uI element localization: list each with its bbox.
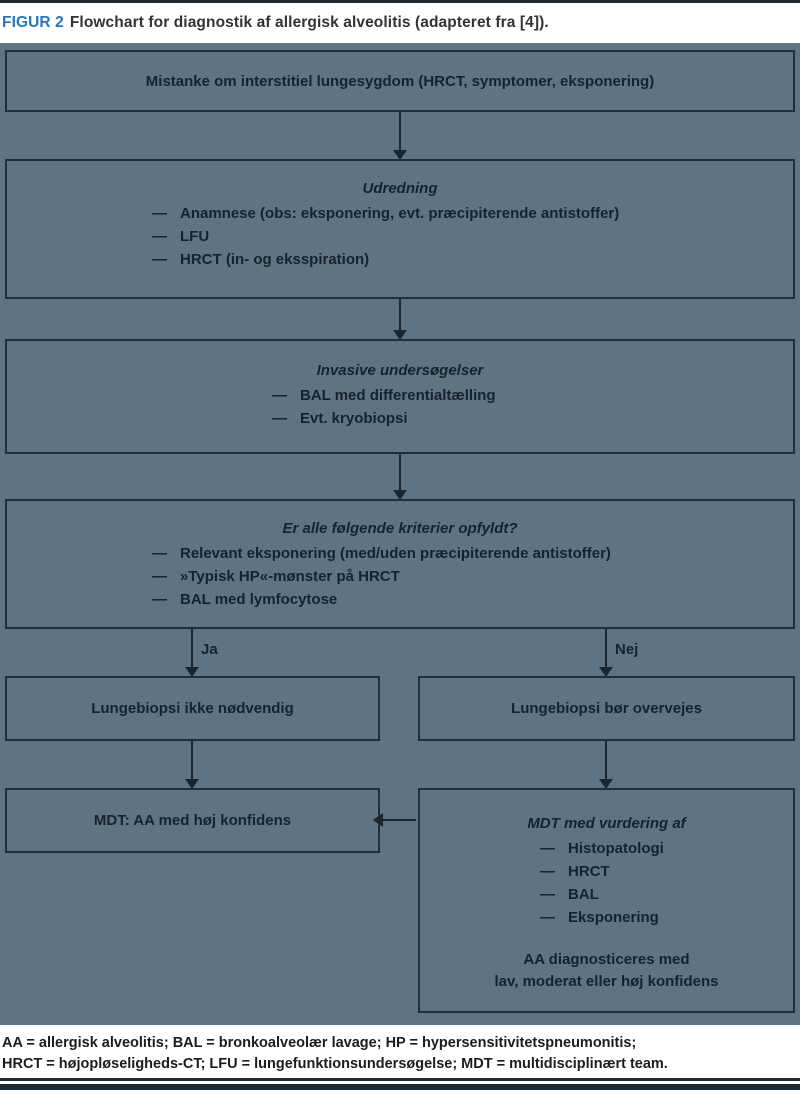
dash-bullet: — [152,568,167,585]
list-item-text: BAL med lymfocytose [180,591,338,608]
list-item-text: Histopatologi [568,840,664,857]
box-workup-list: — Anamnese (obs: eksponering, evt. præcip… [152,202,793,271]
box-consider-biopsy-text: Lungebiopsi bør overvejes [511,700,702,717]
list-item: — Anamnese (obs: eksponering, evt. præcip… [152,202,793,225]
note-line: lav, moderat eller høj konfidens [494,973,719,990]
box-mdt-high-confidence-text: MDT: AA med høj konfidens [93,812,292,829]
flowchart-box-no-biopsy: Lungebiopsi ikke nødvendig [5,676,380,741]
list-item: — Eksponering [540,906,793,929]
flowchart-box-consider-biopsy: Lungebiopsi bør overvejes [418,676,795,741]
list-item-text: Evt. kryobiopsi [300,410,408,427]
dash-bullet: — [540,909,555,926]
flowchart-box-mdt-high-confidence: MDT: AA med høj konfidens [5,788,380,853]
box-workup-heading: Udredning [362,180,438,197]
branch-label-no: Nej [615,641,639,658]
box-mdt-assessment-list: — Histopatologi — HRCT — BAL — Eksponering [540,837,793,929]
list-item: — BAL med lymfocytose [152,588,793,611]
list-item: — HRCT [540,860,793,883]
list-item-text: LFU [180,228,210,245]
list-item-text: Anamnese (obs: eksponering, evt. præcipi… [180,205,620,222]
arrow-down-1 [393,112,407,160]
list-item: — Relevant eksponering (med/uden præcipit… [152,542,793,565]
list-item: — BAL med differentialtælling [272,384,793,407]
box-no-biopsy-text: Lungebiopsi ikke nødvendig [91,700,294,717]
list-item: — »Typisk HP«-mønster på HRCT [152,565,793,588]
bottom-rule-gap [0,1081,800,1084]
box-suspicion-text: Mistanke om interstitiel lungesygdom (HR… [145,72,655,90]
list-item: — HRCT (in- og eksspiration) [152,248,793,271]
box-invasive-heading: Invasive undersøgelser [316,362,484,379]
dash-bullet: — [540,863,555,880]
list-item: — Evt. kryobiopsi [272,407,793,430]
list-item: — BAL [540,883,793,906]
box-criteria-heading: Er alle følgende kriterier opfyldt? [282,520,518,537]
top-rule [0,0,800,3]
list-item-text: HRCT (in- og eksspiration) [180,251,370,268]
dash-bullet: — [152,251,167,268]
dash-bullet: — [152,591,167,608]
box-mdt-assessment-heading: MDT med vurdering af [527,815,686,832]
box-mdt-assessment-note: AA diagnosticeres med lav, moderat eller… [420,949,793,993]
list-item-text: HRCT [568,863,610,880]
figure-title-text: Flowchart for diagnostik af allergisk al… [69,14,549,31]
arrow-down-2 [393,299,407,340]
flowchart-box-suspicion: Mistanke om interstitiel lungesygdom (HR… [5,50,795,112]
dash-bullet: — [272,387,287,404]
arrow-down-left [185,741,199,789]
arrow-branch-no [599,629,613,677]
note-line: AA diagnosticeres med [523,951,690,968]
figure-title: FIGUR 2 Flowchart for diagnostik af aller… [0,3,800,43]
box-criteria-list: — Relevant eksponering (med/uden præcipit… [152,542,793,611]
flowchart-box-invasive: Invasive undersøgelser — BAL med differen… [5,339,795,454]
dash-bullet: — [272,410,287,427]
list-item-text: »Typisk HP«-mønster på HRCT [180,568,400,585]
abbreviation-legend: AA = allergisk alveolitis; BAL = bronkoa… [0,1033,800,1075]
dash-bullet: — [152,228,167,245]
flowchart-box-mdt-assessment: MDT med vurdering af — Histopatologi — HRC… [418,788,795,1013]
flowchart-canvas: Mistanke om interstitiel lungesygdom (HR… [0,43,800,1025]
list-item-text: Eksponering [568,909,659,926]
legend-line-1: AA = allergisk alveolitis; BAL = bronkoa… [2,1035,637,1051]
list-item-text: BAL med differentialtælling [300,387,496,404]
dash-bullet: — [540,886,555,903]
arrow-branch-yes [185,629,199,677]
dash-bullet: — [152,205,167,222]
arrow-down-3 [393,454,407,500]
box-invasive-list: — BAL med differentialtælling — Evt. kryob… [272,384,793,430]
figure-number-label: FIGUR 2 [2,14,64,31]
arrow-down-right [599,741,613,789]
bottom-rule-thick [0,1084,800,1090]
flowchart-box-criteria: Er alle følgende kriterier opfyldt? — Rel… [5,499,795,629]
dash-bullet: — [152,545,167,562]
dash-bullet: — [540,840,555,857]
bottom-rules [0,1078,800,1090]
flowchart-box-workup: Udredning — Anamnese (obs: eksponering, e… [5,159,795,299]
arrow-left-merge [373,813,416,827]
legend-line-2: HRCT = højopløseligheds-CT; LFU = lungef… [2,1056,668,1072]
bottom-rule-thin [0,1078,800,1081]
list-item-text: BAL [568,886,599,903]
list-item: — Histopatologi [540,837,793,860]
branch-label-yes: Ja [201,641,218,658]
list-item: — LFU [152,225,793,248]
list-item-text: Relevant eksponering (med/uden præcipite… [180,545,611,562]
